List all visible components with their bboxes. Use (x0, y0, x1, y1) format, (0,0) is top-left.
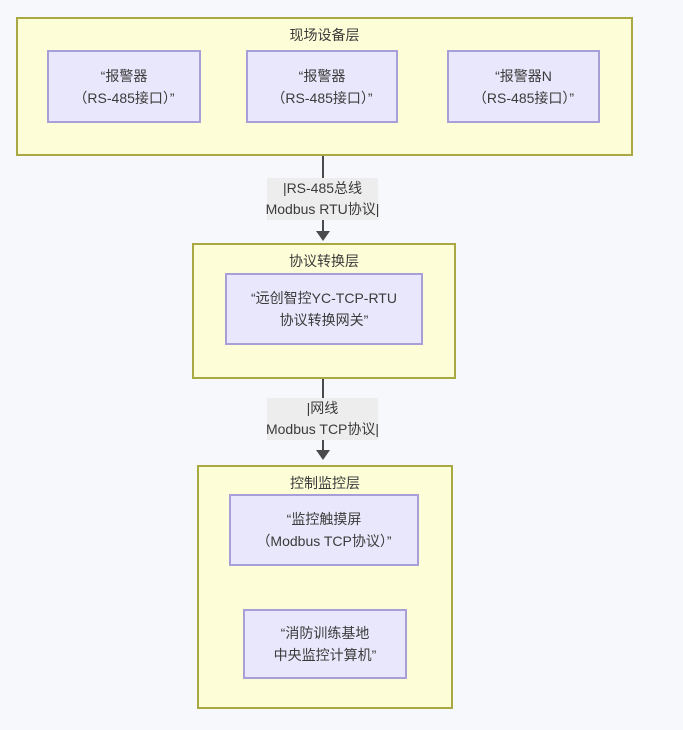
node-alarm-n-line1: “报警器N (495, 67, 552, 84)
node-touchscreen-line1: “监控触摸屏 (286, 511, 362, 527)
node-alarm-n: “报警器N （RS-485接口）” (447, 50, 600, 123)
node-central-computer-line1: “消防训练基地 (280, 625, 370, 641)
connector-label-ethernet: |网线 Modbus TCP协议| (265, 398, 380, 440)
connector-label-ethernet-line1: |网线 (306, 400, 339, 416)
layer-title-control-monitoring: 控制监控层 (290, 475, 360, 491)
node-gateway-line2: 协议转换网关” (279, 312, 369, 328)
node-alarm-2-line2: （RS-485接口）” (271, 89, 373, 106)
connector-label-rs485-line1: |RS-485总线 (282, 180, 363, 196)
node-touchscreen: “监控触摸屏 （Modbus TCP协议）” (229, 494, 419, 566)
node-alarm-n-line2: （RS-485接口）” (472, 89, 575, 106)
node-alarm-1-line2: （RS-485接口）” (73, 89, 175, 106)
connector-label-rs485: |RS-485总线 Modbus RTU协议| (265, 178, 380, 220)
arrow-down-icon (316, 450, 330, 460)
connector-label-rs485-line2: Modbus RTU协议| (265, 201, 380, 217)
node-alarm-1-line1: “报警器 (100, 67, 148, 84)
node-alarm-2-line1: “报警器 (298, 67, 346, 84)
node-central-computer: “消防训练基地 中央监控计算机” (243, 609, 407, 679)
node-central-computer-line2: 中央监控计算机” (273, 647, 377, 663)
connector-label-ethernet-line2: Modbus TCP协议| (265, 421, 380, 437)
layer-title-field-devices: 现场设备层 (289, 27, 360, 43)
node-gateway: “远创智控YC-TCP-RTU 协议转换网关” (225, 273, 423, 345)
node-alarm-2: “报警器 （RS-485接口）” (246, 50, 398, 123)
layer-title-protocol-conversion: 协议转换层 (289, 253, 359, 269)
node-alarm-1: “报警器 （RS-485接口）” (47, 50, 201, 123)
arrow-down-icon (316, 231, 330, 241)
node-gateway-line1: “远创智控YC-TCP-RTU (251, 290, 397, 306)
node-touchscreen-line2: （Modbus TCP协议）” (256, 533, 392, 549)
